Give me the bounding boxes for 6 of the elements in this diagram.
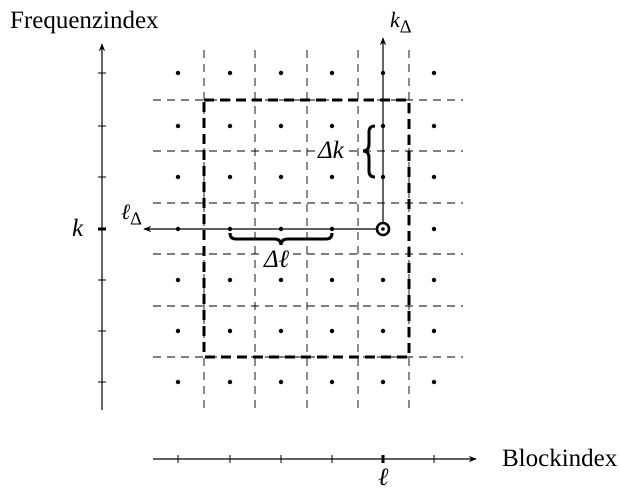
axis-label: ℓ$_{Δ}$ [121,201,142,228]
axis-title: Frequenzindex [10,8,159,33]
axis-title: Blockindex [502,446,618,471]
axis-label: k$_{Δ}$ [390,9,412,36]
tick-label: k [72,216,84,241]
tick-label: ℓ [378,465,388,489]
